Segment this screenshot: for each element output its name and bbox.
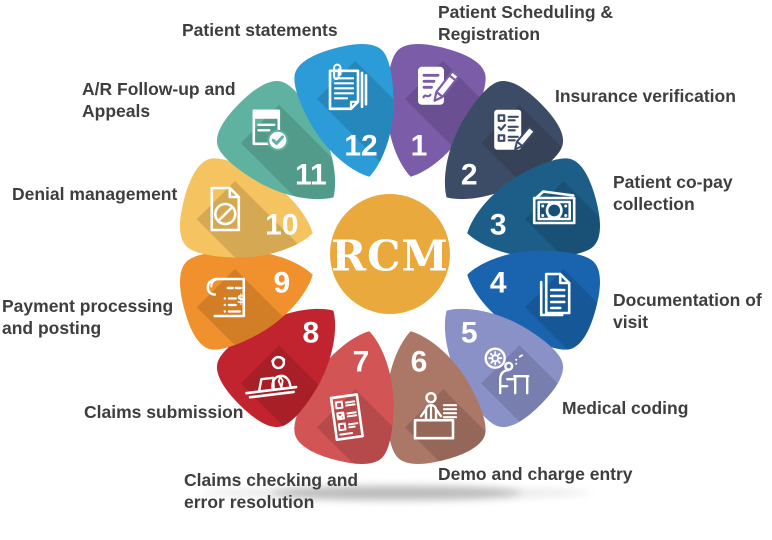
segment-7-petal bbox=[294, 331, 416, 473]
segment-5-number: 5 bbox=[461, 317, 478, 350]
segment-4-petal bbox=[467, 250, 609, 356]
segment-7-number: 7 bbox=[353, 346, 370, 379]
ground-shadow-wide bbox=[201, 487, 591, 499]
segment-1-petal bbox=[386, 44, 492, 190]
petal-inner-shadow bbox=[317, 389, 416, 473]
segment-10-number: 10 bbox=[265, 209, 298, 242]
segment-9-number: 9 bbox=[273, 266, 290, 299]
petal-inner-shadow bbox=[481, 104, 575, 232]
petal-inner-shadow bbox=[481, 345, 575, 439]
petal-inner-shadow bbox=[525, 181, 609, 280]
petal-inner-shadow bbox=[525, 269, 609, 356]
rcm-center-label: RCM bbox=[331, 232, 449, 281]
segment-12-number: 12 bbox=[344, 129, 377, 162]
segment-8-number: 8 bbox=[302, 317, 319, 350]
segment-6-number: 6 bbox=[411, 346, 428, 379]
segment-3-number: 3 bbox=[490, 209, 507, 242]
segment-1-number: 1 bbox=[411, 129, 428, 162]
segment-4-number: 4 bbox=[490, 266, 507, 299]
segment-11-number: 11 bbox=[295, 158, 327, 191]
rcm-center-circle bbox=[330, 194, 450, 314]
petal-inner-shadow bbox=[405, 60, 492, 190]
segment-2-number: 2 bbox=[461, 158, 478, 191]
